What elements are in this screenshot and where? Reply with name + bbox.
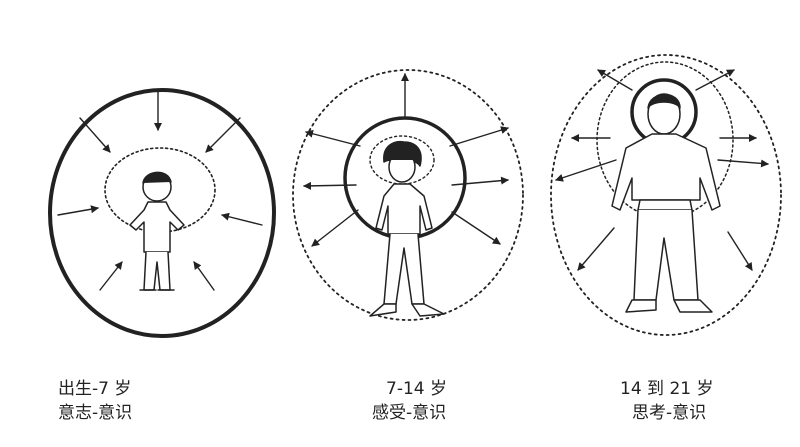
stage-2-outward-arrows xyxy=(303,73,509,247)
stage-1-label: 意志-意识 xyxy=(58,403,133,423)
stage-3-outer-aura xyxy=(550,54,782,336)
stage-3-label: 思考-意识 xyxy=(632,403,707,423)
stage-1-figure xyxy=(48,88,276,338)
stage-2-inner-aura xyxy=(369,135,435,185)
stage-3-caption: 14 到 21 岁 思考-意识 xyxy=(620,377,713,425)
stage-1-caption: 出生-7 岁 意志-意识 xyxy=(58,377,132,425)
stage-2-age: 7-14 岁 xyxy=(386,379,447,399)
stage-2-figure xyxy=(292,69,524,321)
stage-1-inward-arrows xyxy=(57,91,263,291)
stage-3-age: 14 到 21 岁 xyxy=(620,379,714,399)
stage-2-label: 感受-意识 xyxy=(372,403,447,423)
stage-1-age: 出生-7 岁 xyxy=(58,379,132,399)
stage-3-outward-arrows xyxy=(555,69,769,271)
stage-2-child xyxy=(369,140,445,317)
stage-1-child xyxy=(129,171,185,291)
stage-2-caption: 7-14 岁 感受-意识 xyxy=(372,377,447,425)
stage-2-outer-aura xyxy=(292,69,524,321)
stage-3-youth xyxy=(611,93,721,313)
stage-1-outer-boundary xyxy=(48,88,276,338)
stage-3-figure xyxy=(550,54,782,336)
